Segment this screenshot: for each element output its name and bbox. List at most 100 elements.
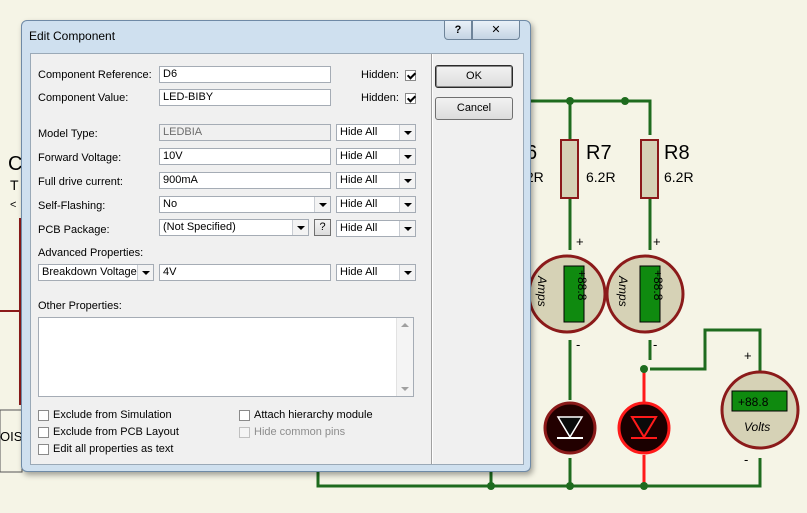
edit-component-dialog: Edit Component ? ✕ Component Reference: …: [21, 20, 531, 472]
dialog-client-area: Component Reference: D6 Hidden: Componen…: [30, 53, 524, 465]
voltmeter-reading: +88.8: [738, 395, 769, 409]
resistor-r7[interactable]: [560, 139, 579, 199]
component-value-input[interactable]: LED-BIBY: [159, 89, 331, 106]
voltmeter-label: Volts: [744, 420, 770, 434]
exclude-pcb-checkbox[interactable]: [38, 427, 49, 438]
attach-hierarchy-checkbox[interactable]: [239, 410, 250, 421]
ammeter-1[interactable]: +88.8 Amps: [527, 254, 607, 334]
r8-value: 6.2R: [664, 169, 694, 185]
r7-label: R7: [586, 142, 612, 164]
pcb-package-label: PCB Package:: [38, 224, 110, 236]
ammeter-2-label: Amps: [616, 275, 630, 307]
ammeter-2-reading: +88.8: [651, 270, 665, 301]
advanced-property-input[interactable]: 4V: [159, 264, 331, 281]
forward-voltage-visibility-select[interactable]: Hide All: [336, 148, 416, 165]
voltmeter-minus: -: [744, 452, 748, 467]
chevron-down-icon: [314, 197, 330, 212]
help-button[interactable]: ?: [444, 21, 472, 40]
chevron-down-icon: [399, 149, 415, 164]
voltmeter[interactable]: +88.8 Volts: [720, 370, 800, 450]
ammeter-1-label: Amps: [535, 275, 549, 307]
edit-all-text-checkbox[interactable]: [38, 444, 49, 455]
ammeter-2[interactable]: +88.8 Amps: [605, 254, 685, 334]
forward-voltage-input[interactable]: 10V: [159, 148, 331, 165]
reference-hidden-checkbox[interactable]: [405, 70, 416, 81]
forward-voltage-label: Forward Voltage:: [38, 152, 122, 164]
left-t-text: T: [10, 177, 19, 193]
chevron-down-icon: [399, 265, 415, 280]
exclude-simulation-checkbox[interactable]: [38, 410, 49, 421]
reference-hidden-label: Hidden:: [361, 69, 399, 81]
model-type-label: Model Type:: [38, 128, 98, 140]
scroll-down-icon[interactable]: [401, 387, 409, 391]
wires: [316, 99, 762, 488]
ammeter-2-minus: -: [653, 337, 657, 352]
led-d5[interactable]: [543, 401, 597, 455]
chevron-down-icon: [399, 221, 415, 236]
resistor-r8[interactable]: [640, 139, 659, 199]
pcb-package-select[interactable]: (Not Specified): [159, 219, 309, 236]
left-ois-text: OIS: [0, 429, 23, 444]
self-flashing-select[interactable]: No: [159, 196, 331, 213]
ammeter-1-minus: -: [576, 337, 580, 352]
select-value: No: [163, 198, 178, 210]
other-properties-textarea[interactable]: [38, 317, 414, 397]
chevron-down-icon: [292, 220, 308, 235]
r8-label: R8: [664, 142, 690, 164]
chevron-down-icon: [399, 125, 415, 140]
component-reference-label: Component Reference:: [38, 69, 152, 81]
r6-label: 6: [526, 142, 537, 164]
dialog-titlebar[interactable]: Edit Component ? ✕: [22, 21, 530, 47]
exclude-pcb-label: Exclude from PCB Layout: [53, 426, 179, 438]
full-drive-current-input[interactable]: 900mA: [159, 172, 331, 189]
exclude-simulation-label: Exclude from Simulation: [53, 409, 172, 421]
left-lt-text: <: [10, 199, 16, 211]
pcb-package-visibility-select[interactable]: Hide All: [336, 220, 416, 237]
cancel-button[interactable]: Cancel: [435, 97, 513, 120]
junction-dots: [487, 97, 648, 490]
select-value: Hide All: [340, 198, 378, 210]
select-value: Hide All: [340, 126, 378, 138]
component-reference-input[interactable]: D6: [159, 66, 331, 83]
attach-hierarchy-label: Attach hierarchy module: [254, 409, 373, 421]
chevron-down-icon: [399, 173, 415, 188]
hide-common-pins-label: Hide common pins: [254, 426, 346, 438]
full-drive-current-visibility-select[interactable]: Hide All: [336, 172, 416, 189]
other-properties-scrollbar[interactable]: [396, 318, 413, 396]
hide-common-pins-checkbox: [239, 427, 250, 438]
chevron-down-icon: [137, 265, 153, 280]
edit-all-text-label: Edit all properties as text: [53, 443, 174, 455]
model-type-input: LEDBIA: [159, 124, 331, 141]
advanced-property-visibility-select[interactable]: Hide All: [336, 264, 416, 281]
other-properties-label: Other Properties:: [38, 300, 122, 312]
left-c-text: C: [8, 153, 22, 175]
close-button[interactable]: ✕: [472, 21, 520, 40]
advanced-property-select[interactable]: Breakdown Voltage: [38, 264, 154, 281]
model-type-visibility-select[interactable]: Hide All: [336, 124, 416, 141]
self-flashing-visibility-select[interactable]: Hide All: [336, 196, 416, 213]
advanced-properties-label: Advanced Properties:: [38, 247, 144, 259]
dialog-separator: [431, 54, 433, 464]
value-hidden-checkbox[interactable]: [405, 93, 416, 104]
r7-value: 6.2R: [586, 169, 616, 185]
scroll-up-icon[interactable]: [401, 323, 409, 327]
ammeter-1-reading: +88.8: [575, 270, 589, 301]
value-hidden-label: Hidden:: [361, 92, 399, 104]
ammeter-2-plus: +: [653, 234, 661, 249]
chevron-down-icon: [399, 197, 415, 212]
dialog-title: Edit Component: [29, 29, 116, 43]
self-flashing-label: Self-Flashing:: [38, 200, 106, 212]
select-value: Breakdown Voltage: [42, 266, 137, 278]
ok-button[interactable]: OK: [435, 65, 513, 88]
select-value: Hide All: [340, 266, 378, 278]
select-value: Hide All: [340, 150, 378, 162]
ammeter-1-plus: +: [576, 234, 584, 249]
led-d6[interactable]: [617, 401, 671, 455]
voltmeter-plus: +: [744, 348, 752, 363]
pcb-package-help-button[interactable]: ?: [314, 219, 331, 236]
full-drive-current-label: Full drive current:: [38, 176, 123, 188]
select-value: (Not Specified): [163, 221, 236, 233]
select-value: Hide All: [340, 222, 378, 234]
select-value: Hide All: [340, 174, 378, 186]
